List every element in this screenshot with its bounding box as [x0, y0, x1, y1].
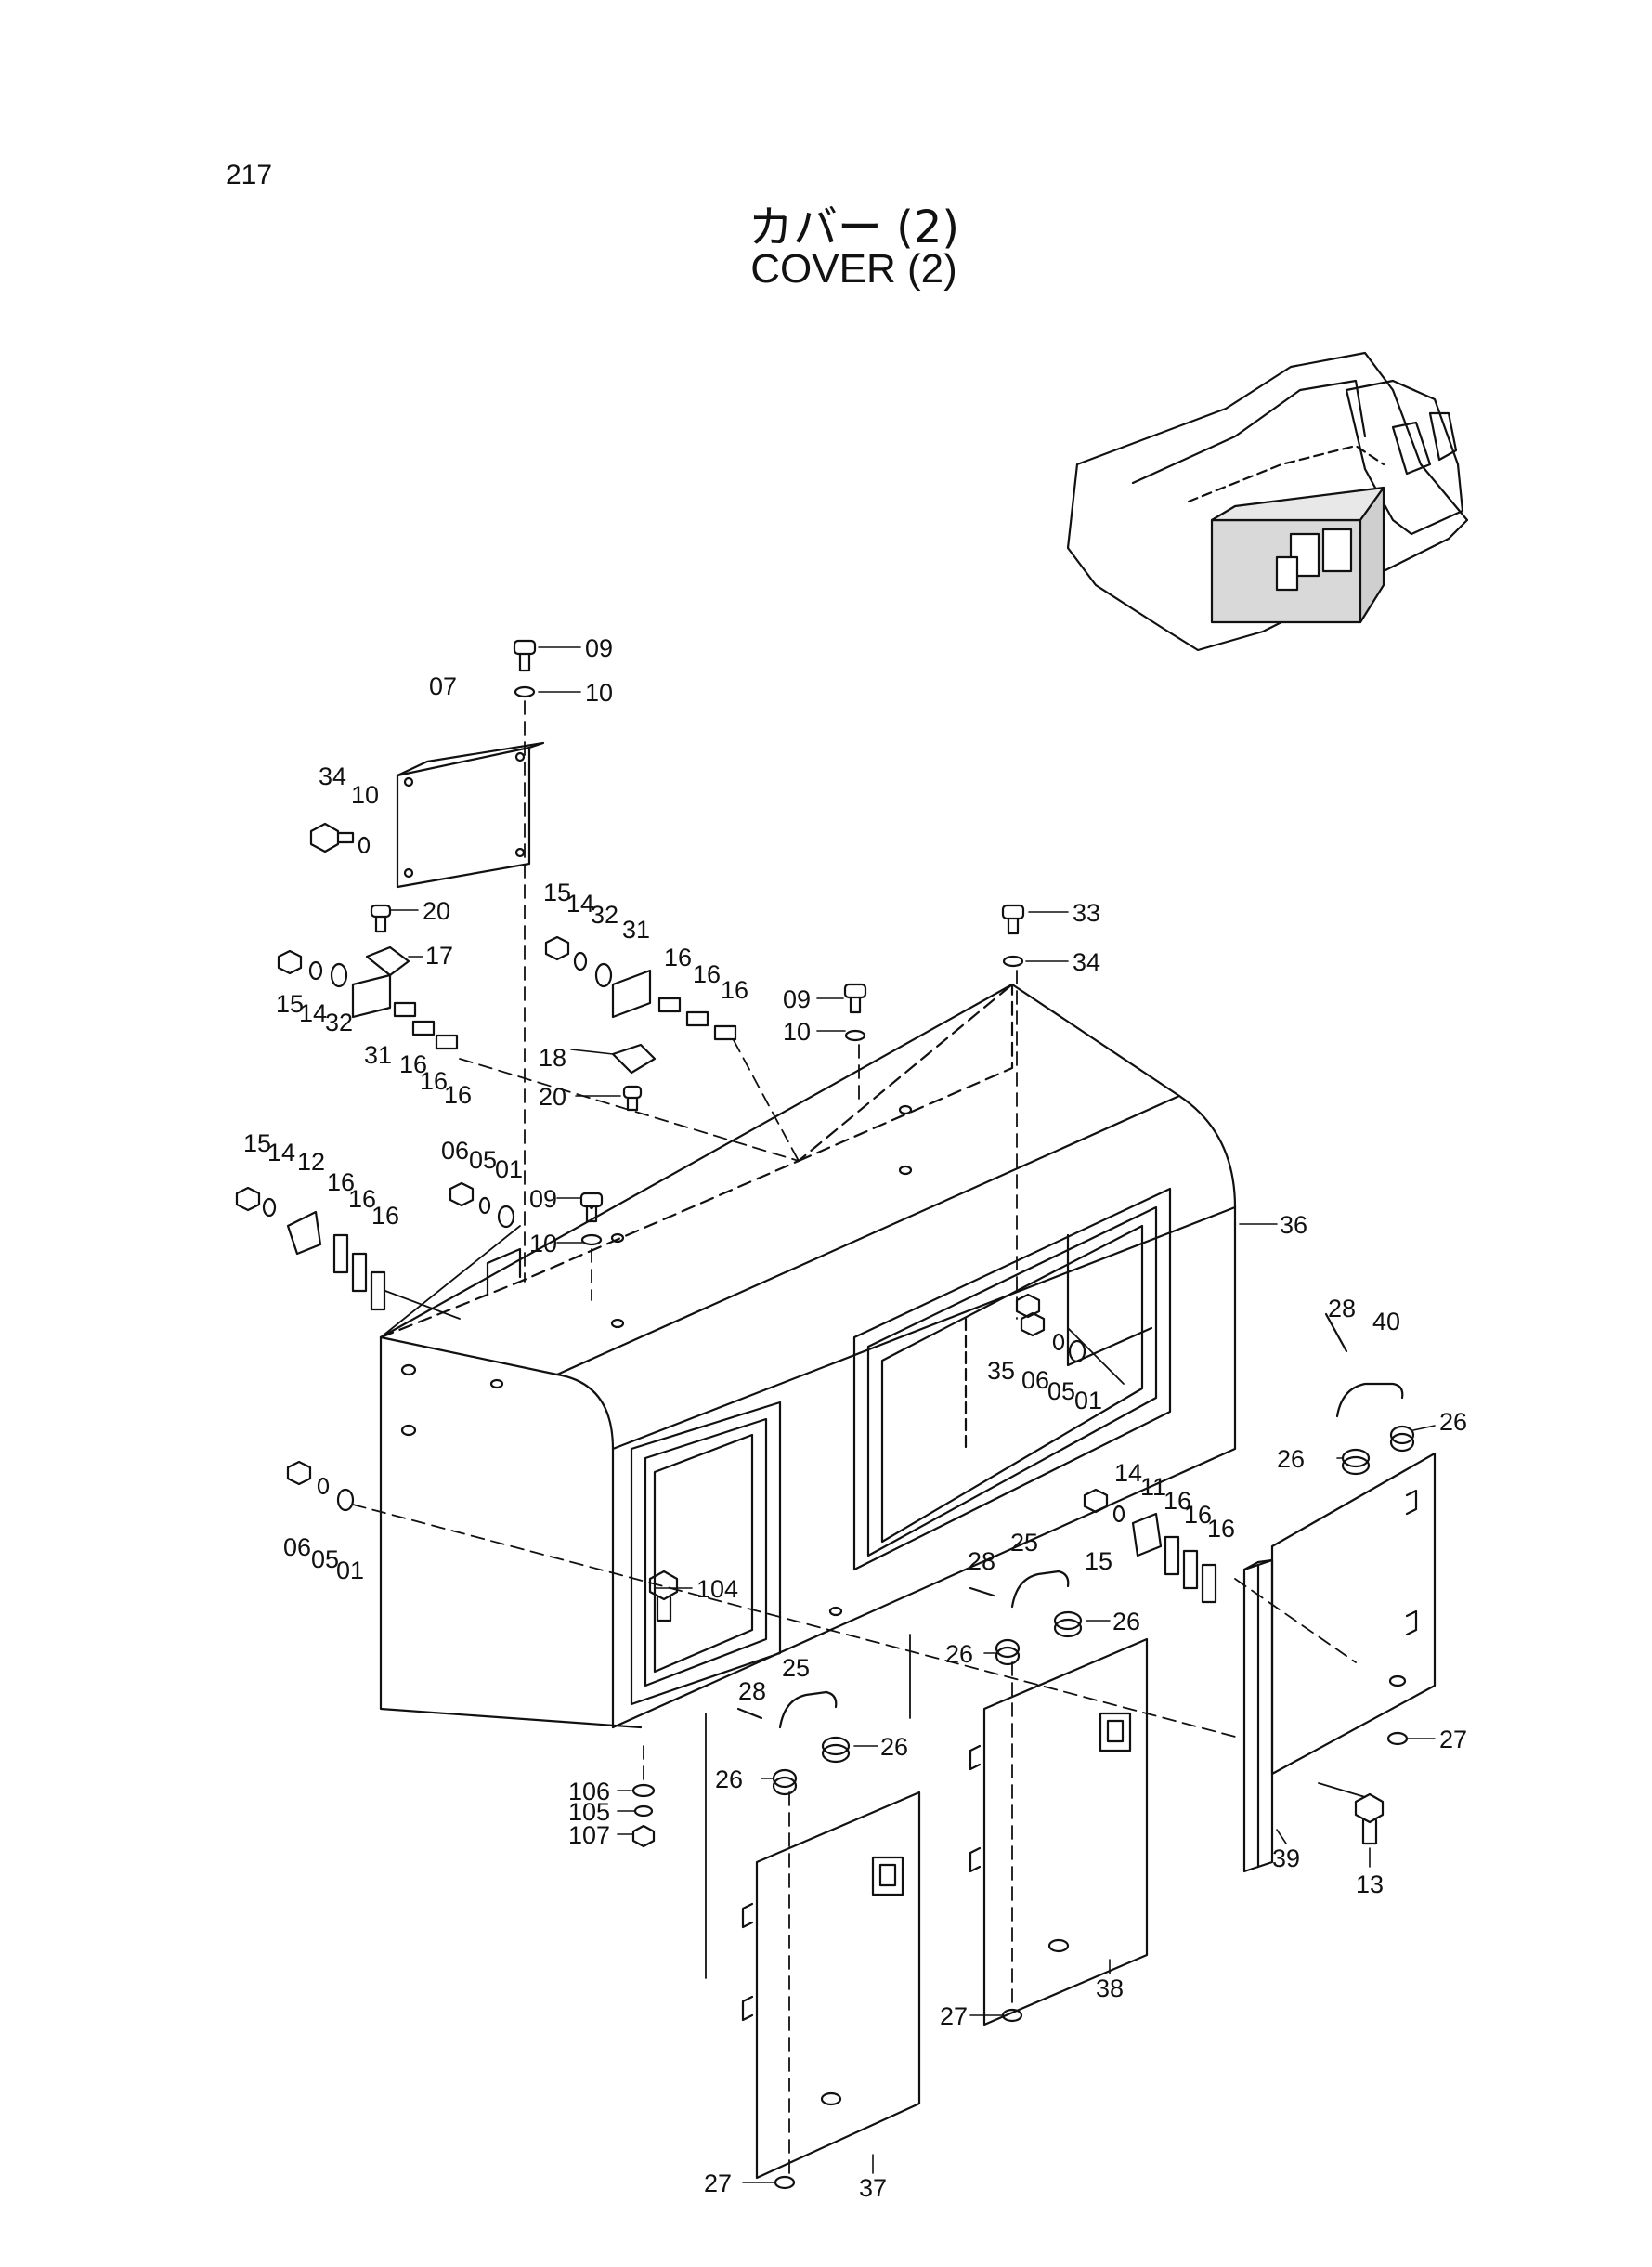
label-16: 16 — [1207, 1515, 1235, 1543]
label-16: 16 — [371, 1202, 399, 1230]
label-16: 16 — [444, 1081, 472, 1109]
label-16: 16 — [420, 1067, 448, 1095]
label-26: 26 — [880, 1733, 908, 1761]
callout-labels: 09 10 07 34 10 20 17 15 14 32 31 16 16 1… — [243, 634, 1467, 2202]
label-11: 11 — [1140, 1473, 1166, 1501]
handles-and-pins — [736, 1312, 1415, 2190]
label-01: 01 — [1074, 1387, 1102, 1414]
label-10: 10 — [529, 1230, 557, 1257]
label-105: 105 — [568, 1798, 610, 1826]
label-34: 34 — [1073, 948, 1100, 976]
label-16: 16 — [1164, 1487, 1191, 1515]
label-16: 16 — [664, 944, 692, 971]
label-26: 26 — [1439, 1408, 1467, 1436]
label-25: 25 — [782, 1654, 810, 1682]
label-27: 27 — [1439, 1726, 1467, 1753]
label-16: 16 — [1184, 1501, 1212, 1529]
label-09: 09 — [783, 985, 811, 1013]
door-39 — [1242, 1558, 1274, 1873]
cover-body-36 — [379, 983, 1237, 1729]
title-japanese: カバー (2) — [748, 202, 960, 254]
label-15: 15 — [1085, 1547, 1112, 1575]
title-english: COVER (2) — [750, 246, 957, 292]
label-15: 15 — [543, 879, 571, 906]
label-38: 38 — [1096, 1974, 1124, 2002]
label-12: 12 — [297, 1148, 325, 1176]
label-01: 01 — [495, 1155, 523, 1183]
label-26: 26 — [1112, 1608, 1140, 1635]
label-16: 16 — [721, 976, 748, 1004]
label-32: 32 — [591, 901, 618, 929]
label-37: 37 — [859, 2174, 887, 2202]
label-16: 16 — [399, 1050, 427, 1078]
label-06: 06 — [1021, 1366, 1049, 1394]
page-number: 217 — [226, 160, 273, 190]
label-14: 14 — [566, 890, 594, 918]
label-20: 20 — [423, 897, 450, 925]
label-26: 26 — [945, 1640, 973, 1668]
label-26: 26 — [715, 1765, 743, 1793]
label-35: 35 — [987, 1357, 1015, 1385]
label-34: 34 — [319, 762, 346, 790]
label-28: 28 — [738, 1677, 766, 1705]
label-06: 06 — [441, 1137, 469, 1165]
label-16: 16 — [348, 1185, 376, 1213]
label-07: 07 — [429, 672, 457, 700]
label-26: 26 — [1277, 1445, 1305, 1473]
door-40-panel — [1270, 1452, 1437, 1776]
label-25: 25 — [1010, 1529, 1038, 1557]
label-33: 33 — [1073, 899, 1100, 927]
label-15: 15 — [243, 1129, 271, 1157]
door-38 — [969, 1637, 1149, 2026]
label-104: 104 — [696, 1575, 738, 1603]
label-39: 39 — [1272, 1844, 1300, 1872]
label-107: 107 — [568, 1821, 610, 1849]
label-05: 05 — [311, 1545, 339, 1573]
door-37 — [741, 1791, 921, 2180]
label-20: 20 — [539, 1083, 566, 1111]
label-14: 14 — [267, 1139, 295, 1166]
label-09: 09 — [529, 1185, 557, 1213]
hardware-parts — [235, 639, 1385, 1848]
label-28: 28 — [1328, 1295, 1356, 1322]
label-31: 31 — [364, 1041, 392, 1069]
label-16: 16 — [327, 1168, 355, 1196]
label-18: 18 — [539, 1044, 566, 1072]
assembly-lines — [352, 700, 1366, 2174]
label-14: 14 — [299, 999, 327, 1027]
label-40: 40 — [1372, 1308, 1400, 1335]
label-13: 13 — [1356, 1870, 1384, 1898]
label-05: 05 — [1047, 1377, 1075, 1405]
label-10: 10 — [351, 781, 379, 809]
label-17: 17 — [425, 942, 453, 970]
label-14: 14 — [1114, 1459, 1142, 1487]
label-05: 05 — [469, 1146, 497, 1174]
label-10: 10 — [585, 679, 613, 707]
label-27: 27 — [940, 2002, 968, 2030]
label-15: 15 — [276, 990, 304, 1018]
label-09: 09 — [585, 634, 613, 662]
label-leaders — [389, 646, 1436, 2183]
label-01: 01 — [336, 1557, 364, 1584]
label-32: 32 — [325, 1009, 353, 1036]
label-10: 10 — [783, 1018, 811, 1046]
label-16: 16 — [693, 960, 721, 988]
label-106: 106 — [568, 1778, 610, 1805]
label-28: 28 — [968, 1547, 995, 1575]
label-27: 27 — [704, 2169, 732, 2197]
cover-plate-07 — [396, 741, 545, 889]
machine-location-inset — [1066, 351, 1469, 652]
label-31: 31 — [622, 916, 650, 944]
label-36: 36 — [1280, 1211, 1307, 1239]
label-06: 06 — [283, 1533, 311, 1561]
